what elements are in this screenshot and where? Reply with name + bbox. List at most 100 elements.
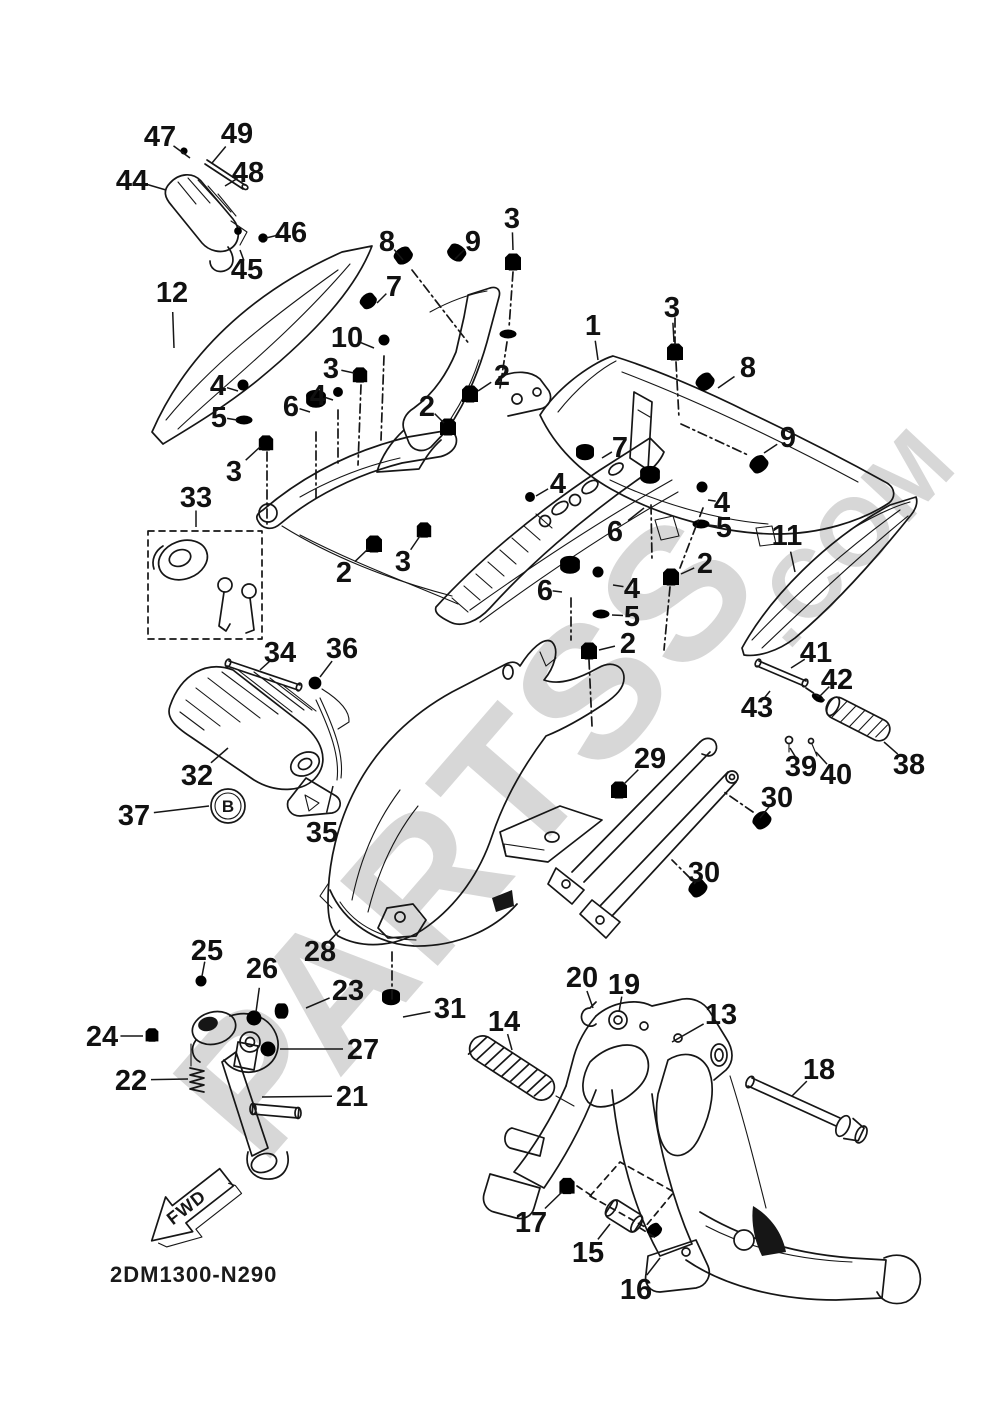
- callout-17: 17: [515, 1207, 547, 1239]
- callout-5: 5: [716, 512, 732, 544]
- callout-leader-16: [646, 1257, 661, 1276]
- callout-leader-30: [759, 805, 770, 819]
- callout-38: 38: [893, 749, 925, 781]
- callout-4: 4: [714, 487, 730, 519]
- callout-2: 2: [620, 628, 636, 660]
- part-38-43-footpeg: [754, 658, 891, 757]
- callout-48: 48: [232, 157, 264, 189]
- part-28-under-cover: [319, 639, 625, 947]
- callout-leader-49: [211, 146, 227, 164]
- callout-leader-20: [586, 990, 594, 1009]
- callout-leader-23: [305, 997, 330, 1009]
- callout-leader-1: [594, 340, 599, 361]
- callout-35: 35: [306, 817, 338, 849]
- centerlines: [266, 269, 825, 1239]
- callout-leader-41: [790, 658, 806, 669]
- callout-leader-5: [708, 524, 718, 527]
- callout-46: 46: [275, 217, 307, 249]
- callout-4: 4: [210, 370, 226, 402]
- callout-leader-6: [299, 407, 311, 413]
- callout-leader-7: [376, 293, 387, 304]
- callout-3: 3: [504, 203, 520, 235]
- callout-7: 7: [386, 271, 402, 303]
- callout-leader-8: [393, 249, 404, 261]
- callout-leader-12: [171, 311, 175, 349]
- callout-leader-2: [434, 413, 445, 424]
- callout-leader-28: [328, 929, 341, 943]
- part-11-side-cover-right: [741, 496, 918, 657]
- callout-2: 2: [419, 391, 435, 423]
- callout-leader-4: [535, 488, 549, 497]
- callout-29: 29: [634, 743, 666, 775]
- callout-3: 3: [226, 456, 242, 488]
- callout-36: 36: [326, 633, 358, 665]
- callout-leader-44: [147, 183, 167, 191]
- callout-leader-3: [672, 322, 675, 343]
- callout-5: 5: [211, 402, 227, 434]
- callout-42: 42: [821, 664, 853, 696]
- part-34-36-rods: [224, 658, 350, 781]
- callout-23: 23: [332, 975, 364, 1007]
- callout-leader-14: [506, 1033, 513, 1051]
- callout-leader-3: [245, 446, 261, 461]
- callout-9: 9: [780, 422, 796, 454]
- callout-30: 30: [688, 857, 720, 889]
- callout-leader-29: [623, 769, 639, 785]
- callout-leader-2: [354, 548, 369, 563]
- callout-45: 45: [231, 254, 263, 286]
- ref-b-badge: B: [210, 788, 246, 824]
- part-33-lock-set: [147, 530, 263, 640]
- callout-12: 12: [156, 277, 188, 309]
- callout-leader-42: [819, 686, 830, 697]
- callout-leader-18: [791, 1080, 808, 1097]
- callout-leader-34: [259, 659, 272, 671]
- callout-1: 1: [585, 310, 601, 342]
- callout-6: 6: [607, 516, 623, 548]
- callout-44: 44: [116, 165, 148, 197]
- callout-49: 49: [221, 118, 253, 150]
- callout-leader-2: [598, 645, 616, 651]
- callout-4: 4: [550, 468, 566, 500]
- callout-27: 27: [347, 1034, 379, 1066]
- side-stand-assembly: [145, 975, 400, 1180]
- callout-leader-45: [239, 249, 245, 261]
- callout-leader-3: [511, 232, 514, 251]
- callout-6: 6: [283, 391, 299, 423]
- watermark: PARTSS .COM: [134, 410, 975, 1194]
- callout-leader-9: [763, 443, 778, 454]
- callout-10: 10: [331, 322, 363, 354]
- callout-leader-5: [226, 417, 238, 421]
- callout-leader-11: [789, 551, 796, 573]
- callout-22: 22: [115, 1065, 147, 1097]
- callout-leader-15: [597, 1223, 611, 1240]
- callout-32: 32: [181, 760, 213, 792]
- callout-11: 11: [772, 520, 803, 552]
- svg-text:PARTSS: PARTSS: [134, 473, 799, 1194]
- callout-leader-10: [358, 341, 375, 349]
- callout-leader-39: [789, 747, 797, 759]
- svg-text:B: B: [222, 797, 234, 816]
- diagram-code: 2DM1300-N290: [110, 1262, 277, 1287]
- callout-leader-35: [325, 785, 334, 813]
- callout-26: 26: [246, 953, 278, 985]
- callout-leader-32: [210, 747, 229, 764]
- callout-leader-36: [319, 660, 333, 678]
- callout-4: 4: [624, 573, 640, 605]
- callout-leader-7: [601, 451, 613, 459]
- callout-8: 8: [740, 352, 756, 384]
- callout-leader-37: [153, 805, 210, 814]
- callout-leader-3: [341, 369, 355, 374]
- callout-leader-6: [552, 590, 563, 593]
- callout-leader-22: [150, 1078, 189, 1081]
- callout-leader-25: [201, 961, 206, 977]
- callout-leader-2: [477, 381, 492, 392]
- callout-25: 25: [191, 935, 223, 967]
- callout-33: 33: [180, 482, 212, 514]
- callout-30: 30: [761, 782, 793, 814]
- callout-leader-38: [883, 741, 899, 755]
- callout-8: 8: [379, 226, 395, 258]
- callout-leader-31: [402, 1011, 431, 1018]
- callout-13: 13: [705, 999, 737, 1031]
- callout-leader-19: [618, 996, 623, 1013]
